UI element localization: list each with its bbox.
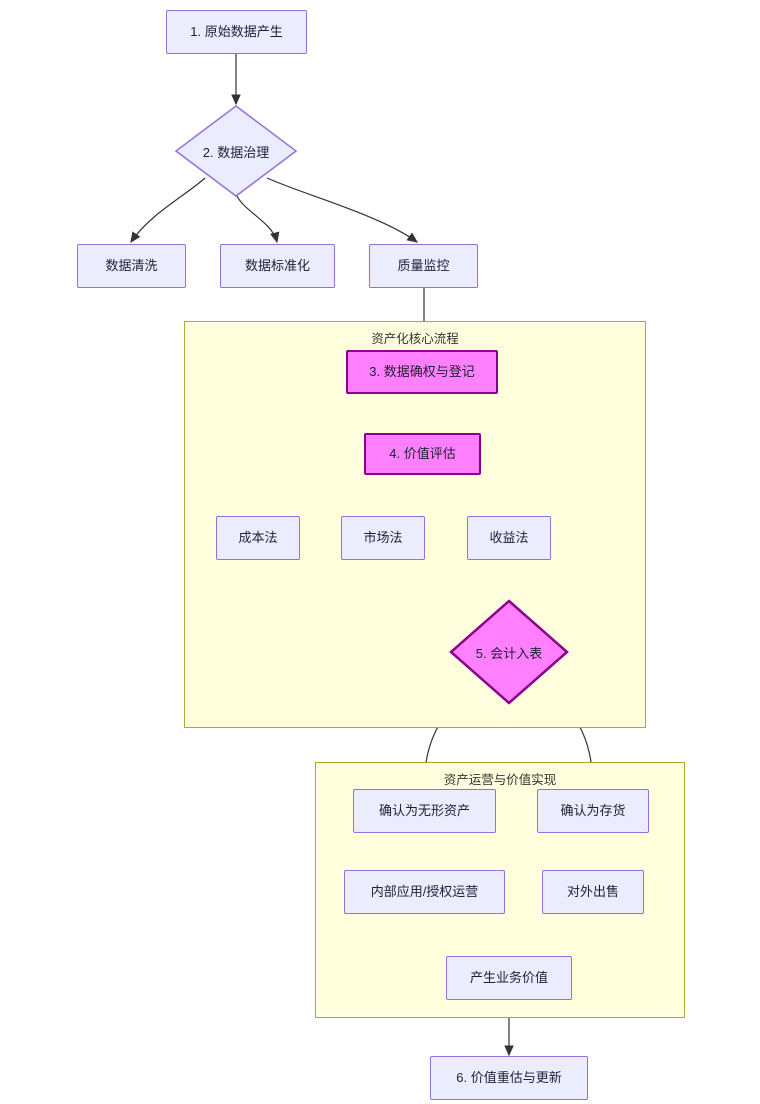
subgraph-core-process-title: 资产化核心流程 — [371, 332, 459, 346]
node-data-governance-label: 2. 数据治理 — [202, 144, 270, 160]
subgraph-asset-operations-title: 资产运营与价值实现 — [443, 773, 557, 787]
node-data-rights-registration[interactable]: 3. 数据确权与登记 — [346, 350, 498, 394]
node-data-standardization[interactable]: 数据标准化 — [220, 244, 335, 288]
node-cost-method[interactable]: 成本法 — [216, 516, 300, 560]
node-accounting-entry[interactable]: 5. 会计入表 — [449, 599, 569, 705]
node-market-method[interactable]: 市场法 — [341, 516, 425, 560]
node-accounting-entry-label: 5. 会计入表 — [475, 645, 543, 661]
node-recognize-inventory[interactable]: 确认为存货 — [537, 789, 649, 833]
node-internal-use-licensing[interactable]: 内部应用/授权运营 — [344, 870, 505, 914]
node-raw-data-generation[interactable]: 1. 原始数据产生 — [166, 10, 307, 54]
diamond-shape — [449, 599, 569, 705]
node-income-method[interactable]: 收益法 — [467, 516, 551, 560]
node-data-cleaning[interactable]: 数据清洗 — [77, 244, 186, 288]
node-quality-monitoring[interactable]: 质量监控 — [369, 244, 478, 288]
node-business-value-generated[interactable]: 产生业务价值 — [446, 956, 572, 1000]
edge-n2-n2b — [236, 195, 280, 244]
node-external-sale[interactable]: 对外出售 — [542, 870, 644, 914]
node-value-revaluation-update[interactable]: 6. 价值重估与更新 — [430, 1056, 588, 1100]
node-data-governance[interactable]: 2. 数据治理 — [175, 105, 297, 197]
node-recognize-intangible-asset[interactable]: 确认为无形资产 — [353, 789, 496, 833]
node-value-assessment[interactable]: 4. 价值评估 — [364, 433, 481, 475]
diamond-shape — [175, 105, 297, 197]
